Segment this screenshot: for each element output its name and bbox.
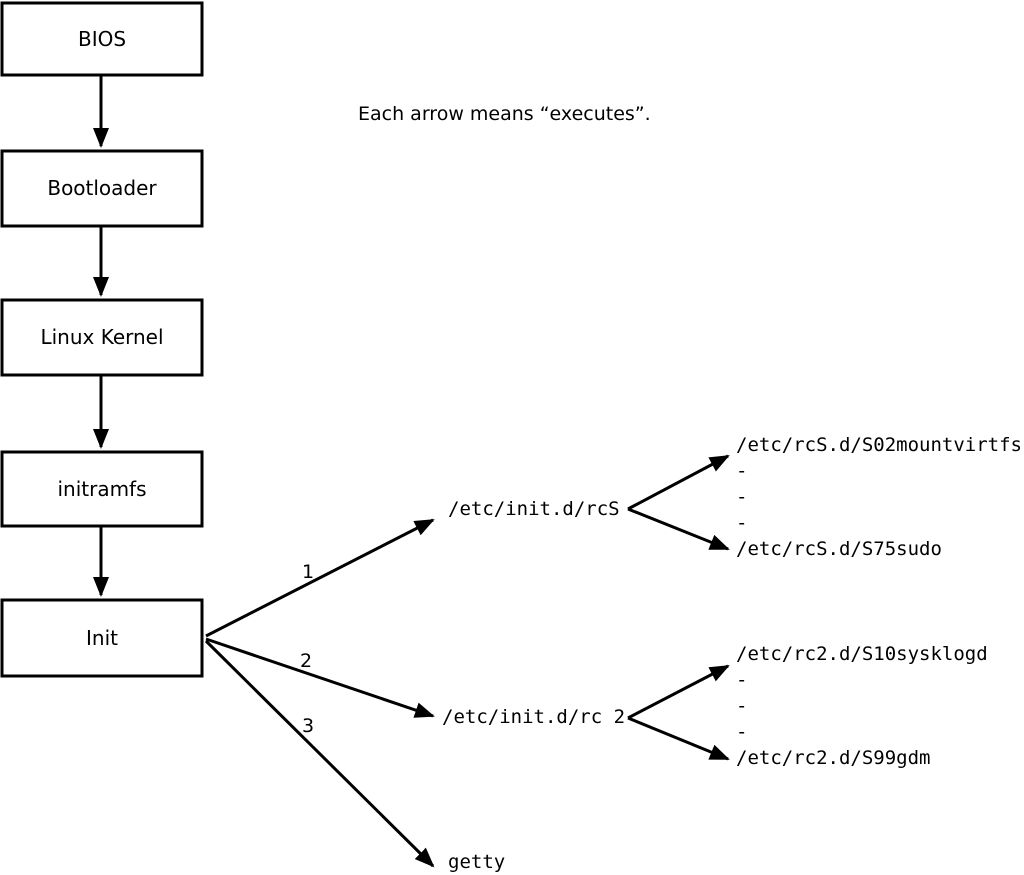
arrow-init-to-getty bbox=[204, 639, 435, 868]
rc2-script-s10sysklogd: /etc/rc2.d/S10sysklogd bbox=[736, 643, 988, 665]
flow-box-initramfs: initramfs bbox=[0, 450, 204, 528]
note-arrow-meaning: Each arrow means “executes”. bbox=[358, 103, 651, 125]
arrow-rcS-to-S02mountvirtfs bbox=[627, 454, 730, 511]
rc2-script-ellipsis-2: - bbox=[736, 695, 747, 717]
arrow-init-to-rc2 bbox=[205, 637, 435, 718]
linux-kernel-label: Linux Kernel bbox=[40, 325, 163, 349]
branch-number-1: 1 bbox=[302, 561, 314, 583]
getty-target-label: getty bbox=[448, 851, 505, 873]
rcS-script-ellipsis-3: - bbox=[736, 512, 747, 534]
flow-box-bootloader: Bootloader bbox=[0, 149, 204, 228]
bootloader-box bbox=[0, 149, 204, 228]
rcS-script-ellipsis-2: - bbox=[736, 486, 747, 508]
rc2-script-s99gdm: /etc/rc2.d/S99gdm bbox=[736, 747, 930, 769]
bios-box bbox=[0, 1, 204, 77]
arrow-rcS-to-S75sudo bbox=[627, 507, 730, 551]
arrow-rc2-to-S10sysklogd bbox=[627, 664, 730, 720]
initramfs-label: initramfs bbox=[57, 477, 146, 501]
rcS-script-ellipsis-1: - bbox=[736, 460, 747, 482]
init-label: Init bbox=[86, 626, 118, 650]
init-box bbox=[0, 598, 204, 678]
bios-label: BIOS bbox=[78, 27, 126, 51]
branch-number-2: 2 bbox=[300, 650, 312, 672]
rc2-script-ellipsis-1: - bbox=[736, 669, 747, 691]
arrow-init-to-rcS bbox=[205, 518, 435, 638]
rc2-script-ellipsis-3: - bbox=[736, 721, 747, 743]
branch-number-3: 3 bbox=[302, 715, 314, 737]
rcS-target-label: /etc/init.d/rcS bbox=[448, 498, 620, 520]
arrow-rc2-to-S99gdm bbox=[627, 716, 730, 761]
rcS-script-s75sudo: /etc/rcS.d/S75sudo bbox=[736, 538, 942, 560]
flow-box-init: Init bbox=[0, 598, 204, 678]
rcS-script-s02mountvirtfs: /etc/rcS.d/S02mountvirtfs bbox=[736, 434, 1022, 456]
flow-box-bios: BIOS bbox=[0, 1, 204, 77]
initramfs-box bbox=[0, 450, 204, 528]
rc2-target-label: /etc/init.d/rc 2 bbox=[442, 706, 625, 728]
flow-box-linux-kernel: Linux Kernel bbox=[0, 298, 204, 377]
bootloader-label: Bootloader bbox=[47, 176, 157, 200]
